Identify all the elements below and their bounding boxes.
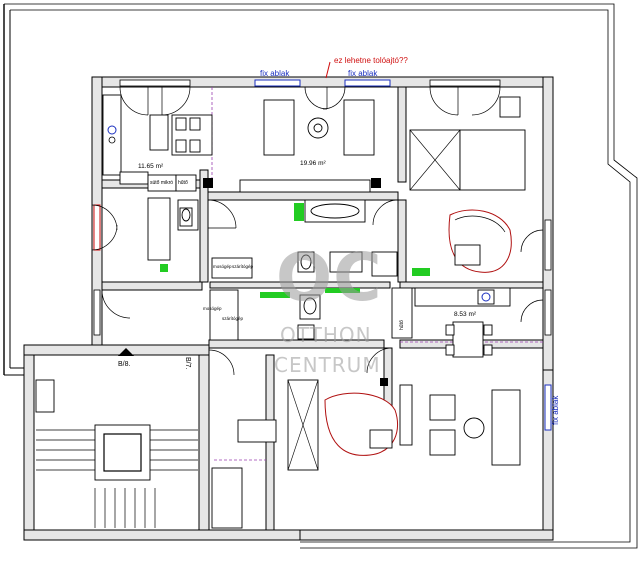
appliance-label-3: hűtő <box>399 320 405 330</box>
outer-border <box>3 3 638 549</box>
fix-ablak-label-2: fix ablak <box>348 69 378 78</box>
appliance-label-6: mosógép <box>203 306 222 311</box>
living-furniture <box>239 99 381 193</box>
appliance-label-2: hűtő <box>178 180 188 186</box>
windows <box>93 79 552 431</box>
door-swings <box>91 86 544 376</box>
watermark: OC OTTHON CENTRUM <box>274 239 383 377</box>
lower-apartment <box>211 378 521 529</box>
stair-b7-label: B/7. <box>184 357 191 370</box>
bedroom-top-right <box>409 96 526 273</box>
appliance-label-1: sütő mikró <box>150 180 173 186</box>
fix-ablak-label-1: fix ablak <box>260 69 290 78</box>
appliance-label-4: mosógép <box>213 264 232 269</box>
staircase <box>35 348 198 528</box>
appliance-label-7: szárítógép <box>222 316 244 321</box>
area-living: 19.96 m² <box>300 160 326 167</box>
dining-furniture <box>391 287 511 358</box>
area-kitchen: 11.65 m² <box>138 163 164 170</box>
bathrooms <box>179 199 430 341</box>
area-dining: 8.53 m² <box>454 311 477 318</box>
kitchen-furniture <box>102 94 213 272</box>
note-label: ez lehetne tolóajtó?? <box>334 56 408 65</box>
note-pointer <box>325 61 331 79</box>
watermark-line1: OTTHON <box>280 323 372 347</box>
appliance-label-5: szárítógép <box>232 264 254 269</box>
stair-b8-label: B/8. <box>118 361 131 368</box>
watermark-logo: OC <box>276 239 383 316</box>
watermark-line2: CENTRUM <box>274 353 381 377</box>
fix-ablak-label-3: fix ablak <box>551 395 560 425</box>
